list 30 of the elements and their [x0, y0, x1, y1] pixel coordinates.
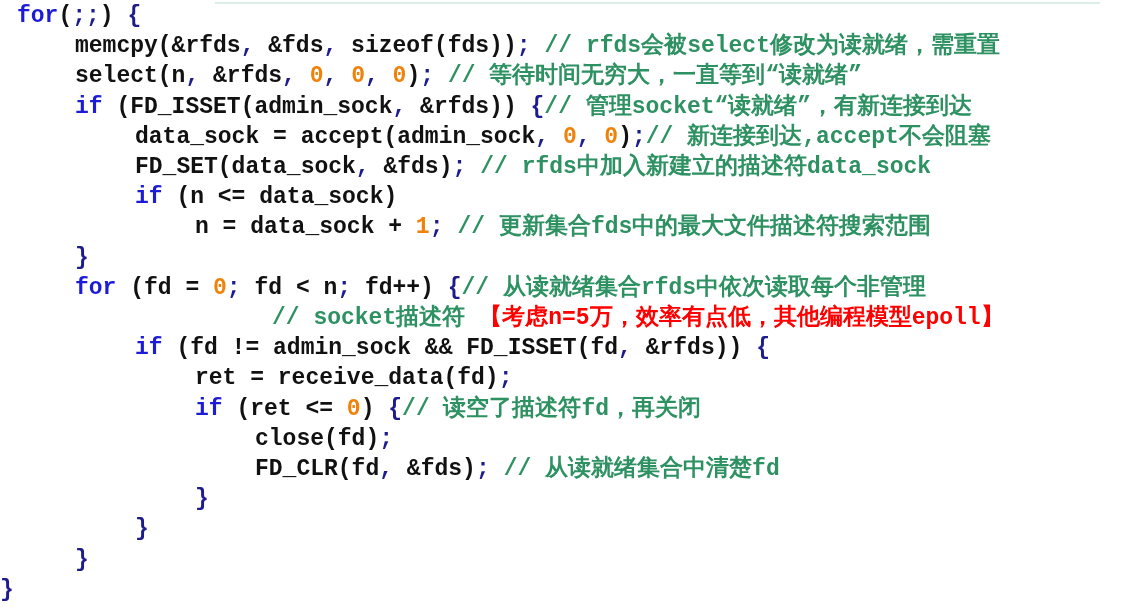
- code-line: if (n <= data_sock): [135, 183, 398, 213]
- note-text: 【考虑n=5万，效率有点低，其他编程模型epoll】: [479, 303, 1004, 333]
- code-line: FD_CLR(fd, &fds);: [255, 455, 490, 484]
- code-line: if (fd != admin_sock && FD_ISSET(fd, &rfds)) {: [135, 334, 770, 364]
- code-comment: // 管理socket“读就绪”，有新连接到达: [544, 92, 973, 122]
- code-line: if (ret <= 0) {: [195, 394, 403, 424]
- code-comment: // 从读就绪集合rfds中依次读取每个非管理: [461, 273, 927, 303]
- code-comment: // 从读就绪集合中清楚fd: [503, 454, 780, 484]
- code-comment: // socket描述符: [272, 303, 466, 333]
- code-line: ret = receive_data(fd);: [195, 364, 513, 394]
- code-line: }: [135, 515, 149, 545]
- code-line: close(fd);: [255, 424, 394, 454]
- code-comment: // rfds会被select修改为读就绪，需重置: [544, 31, 1000, 62]
- code-comment: // 等待时间无穷大，一直等到“读就绪”: [448, 61, 862, 92]
- code-line: }: [75, 243, 89, 273]
- code-line: select(n, &rfds, 0, 0, 0);: [75, 62, 434, 92]
- code-line: FD_SET(data_sock, &fds);: [135, 153, 467, 182]
- code-line: data_sock = accept(admin_sock, 0, 0);: [135, 122, 646, 152]
- code-comment: // 新连接到达,accept不会阻塞: [645, 122, 991, 152]
- code-line: }: [195, 485, 209, 515]
- code-line: memcpy(&rfds, &fds, sizeof(fds));: [75, 32, 531, 62]
- code-comment: // rfds中加入新建立的描述符data_sock: [480, 152, 932, 182]
- code-line: for (fd = 0; fd < n; fd++) {: [75, 273, 462, 303]
- code-comment: // 更新集合fds中的最大文件描述符搜索范围: [457, 212, 932, 243]
- code-line: for(;;) {: [17, 2, 142, 31]
- code-line: }: [75, 545, 89, 575]
- code-line: }: [0, 575, 14, 605]
- code-line: n = data_sock + 1;: [195, 213, 444, 243]
- code-line: if (FD_ISSET(admin_sock, &rfds)) {: [75, 92, 545, 122]
- code-comment: // 读空了描述符fd，再关闭: [402, 394, 702, 424]
